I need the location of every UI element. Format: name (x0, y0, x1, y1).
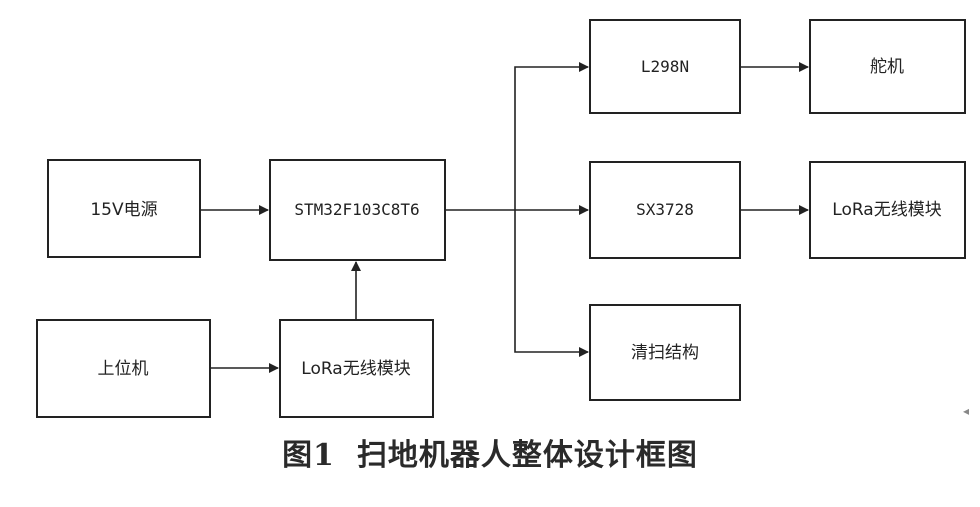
block-lora-right-label: LoRa无线模块 (832, 200, 941, 220)
block-host-label: 上位机 (98, 359, 149, 379)
block-clean: 清扫结构 (589, 304, 741, 401)
block-driver-label: L298N (641, 57, 689, 76)
figure-caption: 图1 扫地机器人整体设计框图 (0, 430, 980, 474)
block-power: 15V电源 (47, 159, 201, 258)
block-host: 上位机 (36, 319, 211, 418)
arrow-mcu-to-clean (514, 210, 589, 357)
arrow-mcu-to-driver (514, 62, 589, 210)
block-servo: 舵机 (809, 19, 966, 114)
figure-title: 扫地机器人整体设计框图 (356, 438, 698, 473)
block-sx: SX3728 (589, 161, 741, 259)
block-servo-label: 舵机 (870, 57, 904, 77)
block-mcu-label: STM32F103C8T6 (294, 200, 419, 219)
block-lora-bottom: LoRa无线模块 (279, 319, 434, 418)
block-lora-bottom-label: LoRa无线模块 (301, 359, 410, 379)
block-clean-label: 清扫结构 (631, 343, 699, 363)
figure-number: 图1 (282, 438, 335, 473)
block-lora-right: LoRa无线模块 (809, 161, 966, 259)
block-diagram: 15V电源 STM32F103C8T6 L298N 舵机 SX3728 LoRa… (36, 19, 966, 418)
block-power-label: 15V电源 (90, 200, 157, 220)
block-sx-label: SX3728 (636, 200, 694, 219)
block-driver: L298N (589, 19, 741, 114)
block-mcu: STM32F103C8T6 (269, 159, 446, 261)
edge-arrow-mark: ◂ (963, 404, 970, 418)
